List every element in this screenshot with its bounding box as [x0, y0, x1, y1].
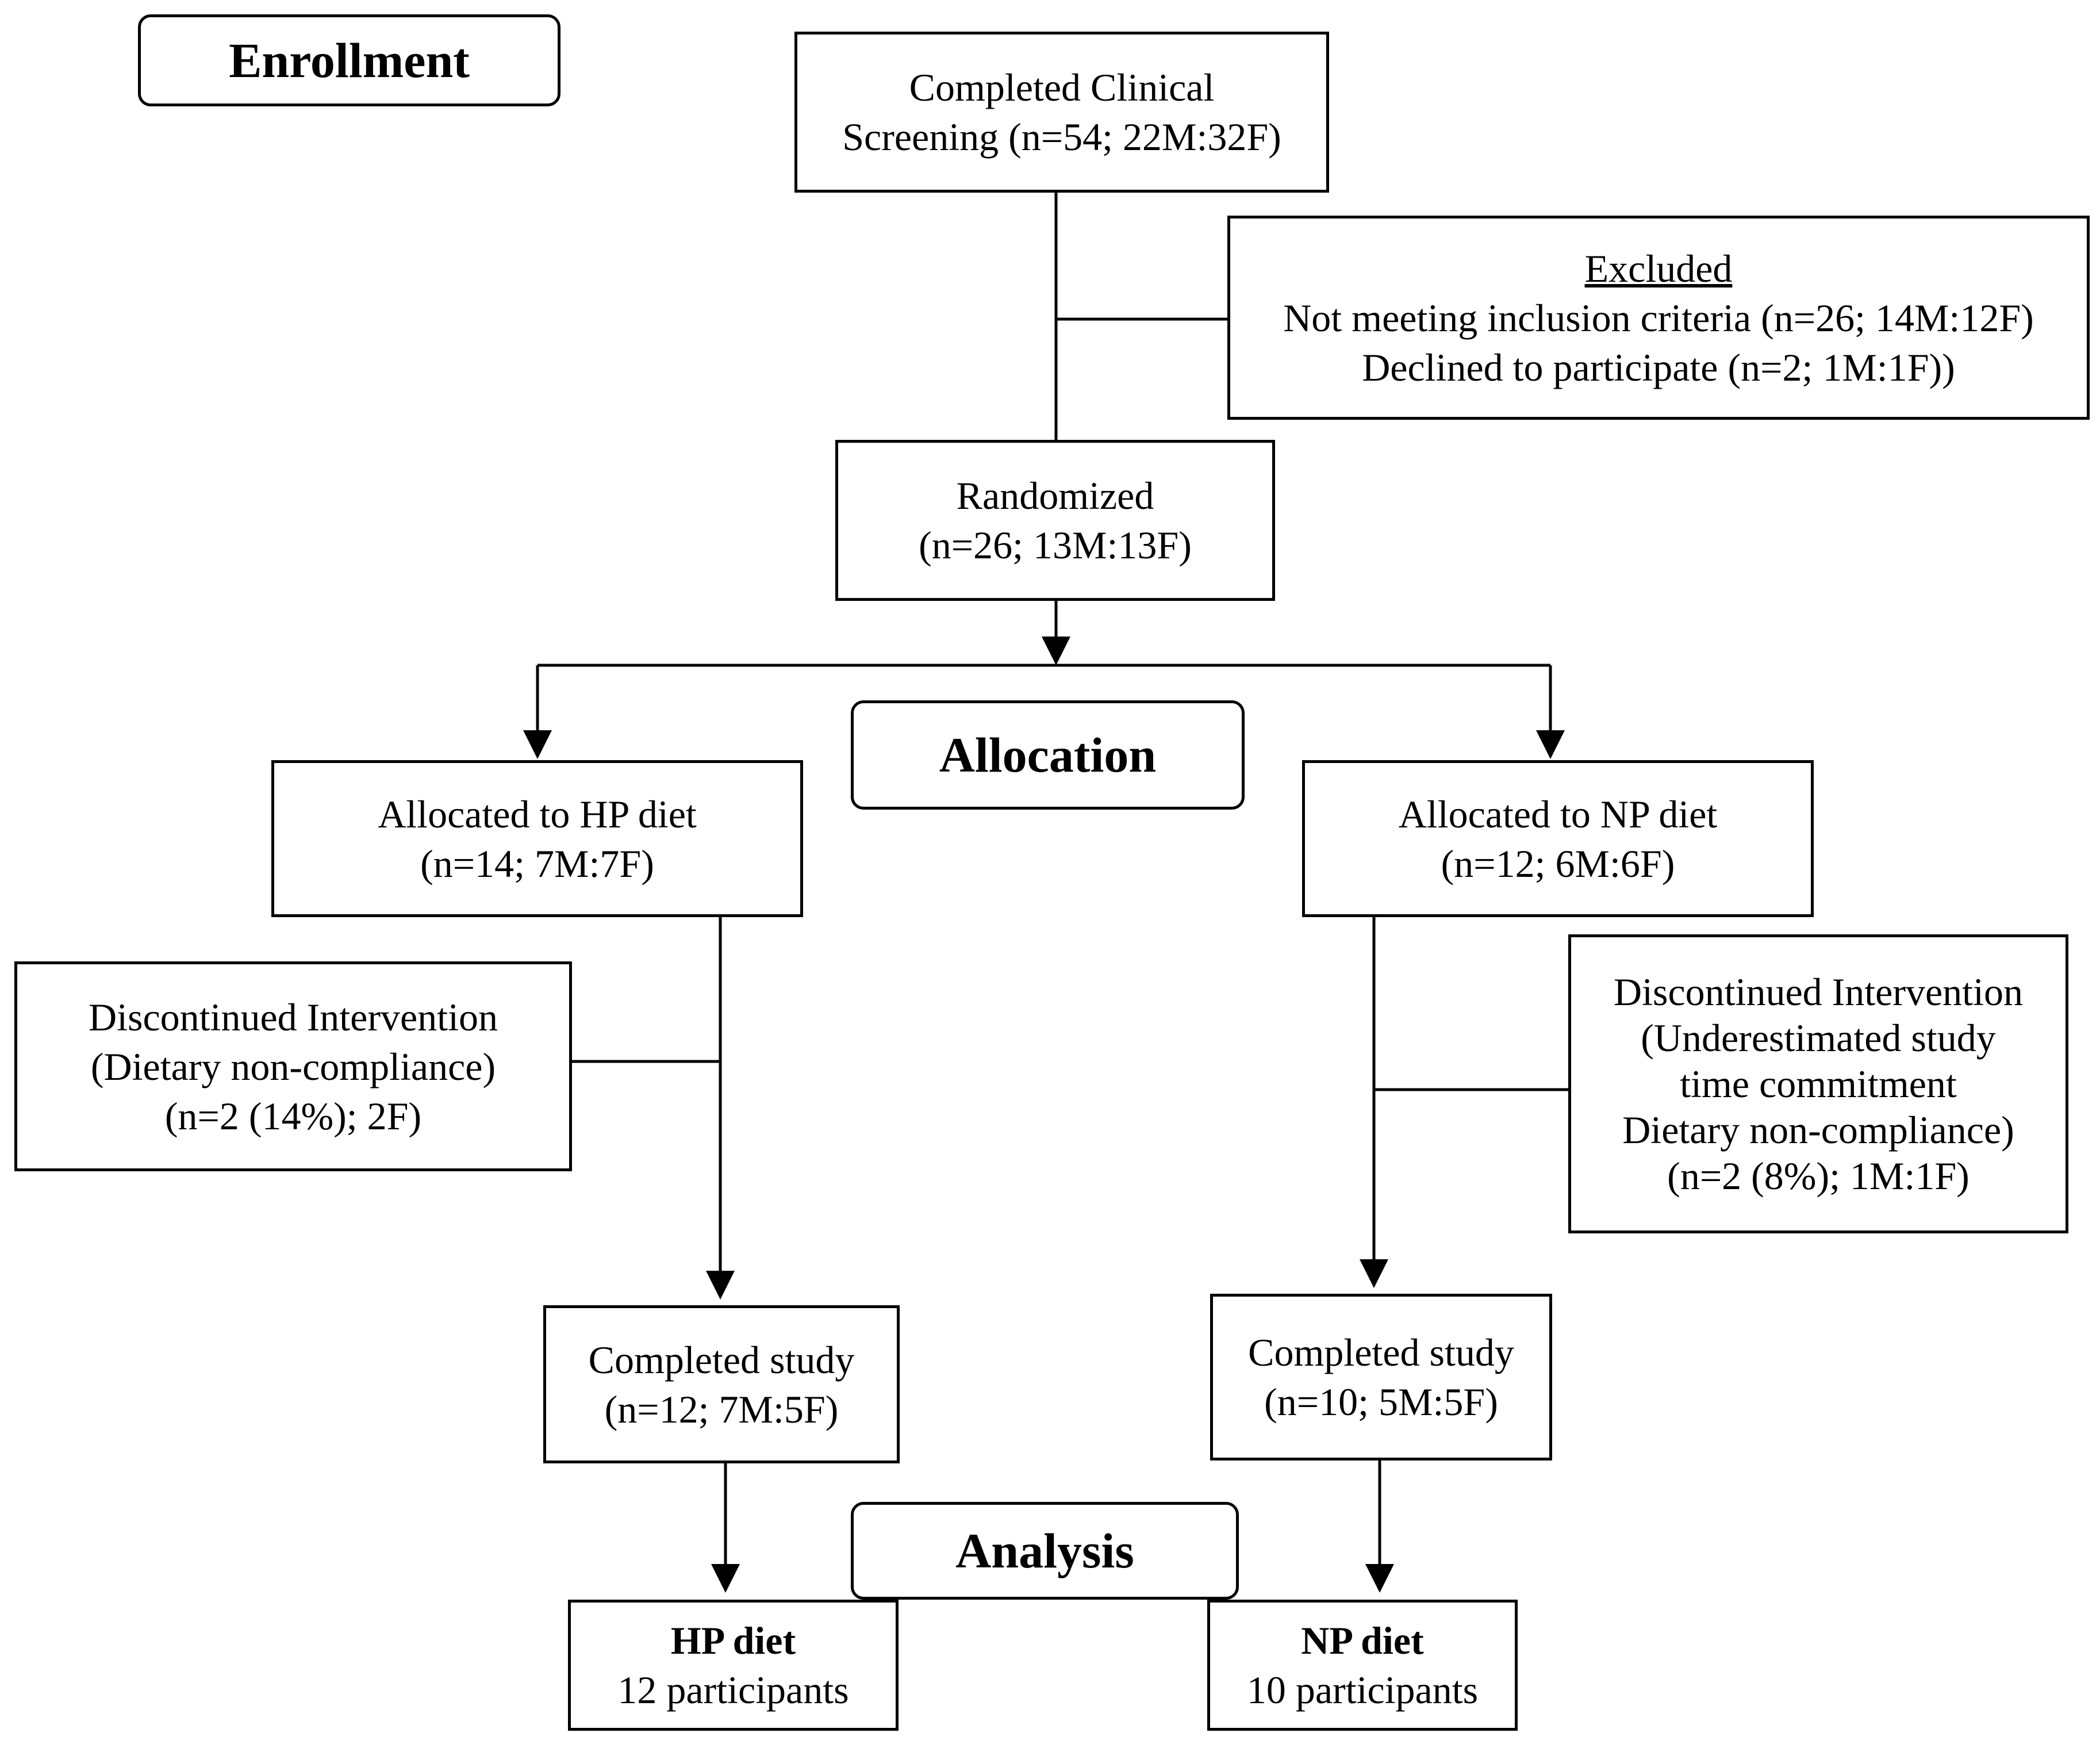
randomized-line1: Randomized — [956, 474, 1154, 518]
analysis-hp-box: HP diet 12 participants — [568, 1600, 899, 1731]
discontinued-np-line1: Discontinued Intervention — [1614, 970, 2023, 1014]
screening-box: Completed Clinical Screening (n=54; 22M:… — [794, 32, 1329, 193]
analysis-hp-title: HP diet — [670, 1619, 796, 1662]
discontinued-np-line4: Dietary non-compliance) — [1622, 1108, 2014, 1152]
analysis-label-text: Analysis — [955, 1523, 1134, 1578]
analysis-np-box: NP diet 10 participants — [1207, 1600, 1518, 1731]
excluded-title: Excluded — [1584, 246, 1733, 290]
excluded-line2: Declined to participate (n=2; 1M:1F)) — [1362, 345, 1955, 389]
enrollment-label-text: Enrollment — [229, 33, 470, 88]
allocated-hp-line2: (n=14; 7M:7F) — [420, 841, 654, 885]
screening-line1: Completed Clinical — [909, 66, 1215, 109]
discontinued-hp-line1: Discontinued Intervention — [89, 995, 498, 1039]
excluded-box: Excluded Not meeting inclusion criteria … — [1227, 216, 2090, 420]
allocation-stage-label: Allocation — [851, 700, 1245, 810]
allocated-np-line1: Allocated to NP diet — [1398, 792, 1718, 836]
completed-np-box: Completed study (n=10; 5M:5F) — [1210, 1294, 1552, 1460]
analysis-np-line1: 10 participants — [1246, 1668, 1479, 1712]
discontinued-hp-line3: (n=2 (14%); 2F) — [164, 1094, 422, 1138]
discontinued-np-line5: (n=2 (8%); 1M:1F) — [1667, 1154, 1970, 1198]
allocated-np-line2: (n=12; 6M:6F) — [1441, 841, 1675, 885]
discontinued-np-line2: (Underestimated study — [1641, 1016, 1996, 1060]
randomized-box: Randomized (n=26; 13M:13F) — [835, 440, 1275, 601]
excluded-line1: Not meeting inclusion criteria (n=26; 14… — [1283, 296, 2034, 340]
discontinued-np-line3: time commitment — [1680, 1062, 1957, 1106]
discontinued-np-box: Discontinued Intervention (Underestimate… — [1568, 934, 2068, 1233]
analysis-hp-line1: 12 participants — [617, 1668, 849, 1712]
completed-hp-box: Completed study (n=12; 7M:5F) — [543, 1305, 900, 1463]
allocated-hp-box: Allocated to HP diet (n=14; 7M:7F) — [271, 760, 803, 917]
completed-hp-line2: (n=12; 7M:5F) — [604, 1387, 839, 1431]
discontinued-hp-line2: (Dietary non-compliance) — [90, 1044, 496, 1088]
allocated-np-box: Allocated to NP diet (n=12; 6M:6F) — [1302, 760, 1814, 917]
allocation-label-text: Allocation — [939, 727, 1157, 783]
allocated-hp-line1: Allocated to HP diet — [378, 792, 697, 836]
completed-np-line2: (n=10; 5M:5F) — [1264, 1380, 1498, 1424]
randomized-line2: (n=26; 13M:13F) — [919, 523, 1192, 567]
screening-line2: Screening (n=54; 22M:32F) — [842, 115, 1281, 159]
discontinued-hp-box: Discontinued Intervention (Dietary non-c… — [14, 961, 572, 1171]
analysis-stage-label: Analysis — [851, 1502, 1239, 1600]
completed-np-line1: Completed study — [1248, 1331, 1514, 1374]
enrollment-stage-label: Enrollment — [138, 14, 560, 106]
analysis-np-title: NP diet — [1301, 1619, 1424, 1662]
completed-hp-line1: Completed study — [588, 1337, 855, 1382]
